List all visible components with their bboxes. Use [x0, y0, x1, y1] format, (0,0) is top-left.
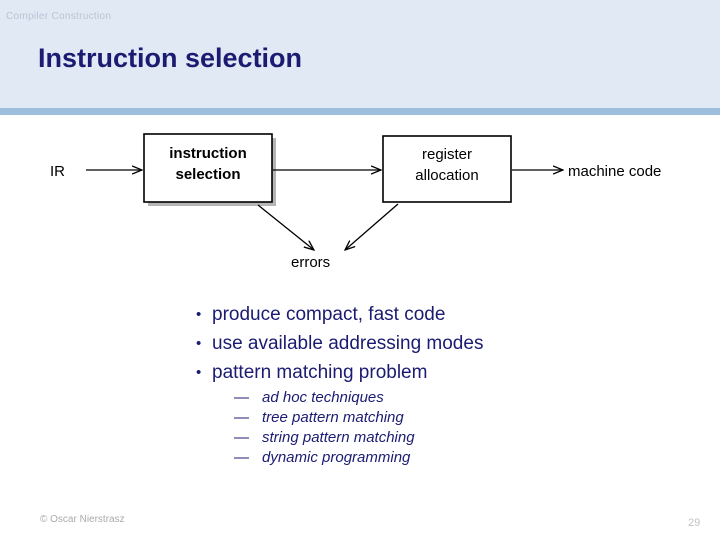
diagram-errors-label: errors — [291, 254, 330, 271]
footer-page-number: 29 — [688, 517, 701, 529]
bullet-label: produce compact, fast code — [212, 304, 446, 325]
arrow-register-allocation-to-errors — [345, 203, 399, 250]
bullet-marker: • — [196, 306, 202, 323]
sub-bullet-label: ad hoc techniques — [262, 389, 384, 406]
sub-bullet-marker: — — [234, 429, 249, 446]
list-item: — ad hoc techniques — [234, 388, 634, 408]
list-item: — string pattern matching — [234, 428, 634, 448]
sub-bullet-list: — ad hoc techniques — tree pattern matchin… — [234, 388, 634, 468]
header-divider-rule — [0, 108, 720, 115]
sub-bullet-label: dynamic programming — [262, 449, 411, 466]
bullet-label: use available addressing modes — [212, 333, 484, 354]
pipeline-diagram: IR instruction selection register alloca… — [0, 115, 720, 290]
list-item: • pattern matching problem — [196, 358, 636, 387]
register-allocation-box — [382, 135, 512, 203]
course-kicker-label: Compiler Construction — [6, 11, 112, 22]
sub-bullet-marker: — — [234, 449, 249, 466]
sub-bullet-marker: — — [234, 389, 249, 406]
diagram-output-label: machine code — [568, 163, 661, 180]
sub-bullet-marker: — — [234, 409, 249, 426]
bullet-label: pattern matching problem — [212, 362, 428, 383]
instruction-selection-label-line1: instruction — [169, 145, 247, 162]
sub-bullet-label: string pattern matching — [262, 429, 415, 446]
header-band — [0, 0, 720, 108]
register-allocation-label-line1: register — [422, 146, 472, 163]
bullet-marker: • — [196, 364, 202, 381]
list-item: • produce compact, fast code — [196, 300, 636, 329]
register-allocation-label-line2: allocation — [415, 167, 478, 184]
list-item: • use available addressing modes — [196, 329, 636, 358]
instruction-selection-label-line2: selection — [175, 166, 240, 183]
bullet-list: • produce compact, fast code • use availab… — [196, 300, 636, 387]
list-item: — tree pattern matching — [234, 408, 634, 428]
list-item: — dynamic programming — [234, 448, 634, 468]
page-title: Instruction selection — [38, 43, 303, 73]
footer-copyright: © Oscar Nierstrasz — [40, 514, 125, 525]
bullet-marker: • — [196, 335, 202, 352]
instruction-selection-box — [143, 133, 273, 203]
sub-bullet-label: tree pattern matching — [262, 409, 404, 426]
pipeline-diagram-svg: IR instruction selection register alloca… — [50, 133, 661, 271]
arrow-instruction-selection-to-errors — [257, 204, 314, 250]
diagram-input-label: IR — [50, 163, 65, 180]
